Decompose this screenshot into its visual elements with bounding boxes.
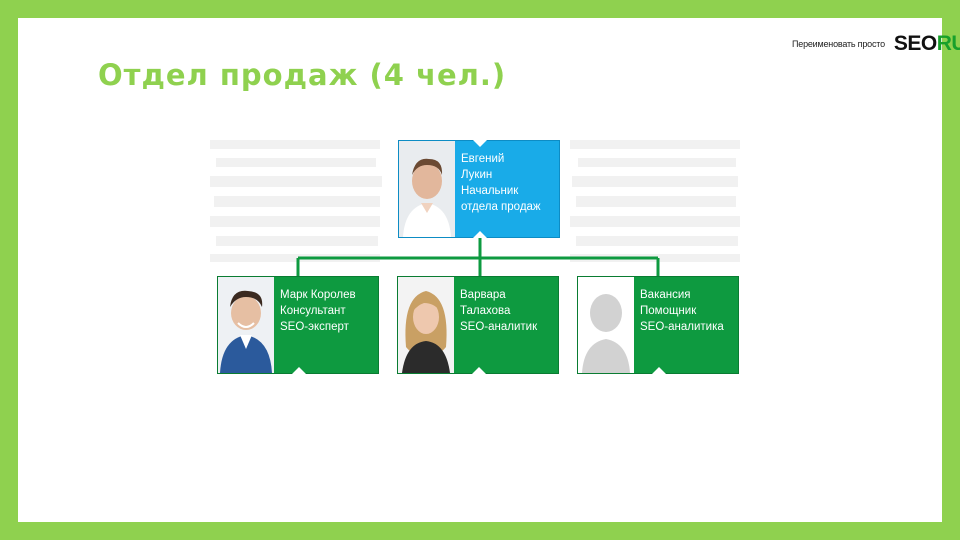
- seoru-logo: SEORU: [894, 32, 960, 56]
- org-card-member-text: Марк Королев Консультант SEO-эксперт: [274, 277, 356, 373]
- portrait-evgeny: [399, 141, 455, 237]
- org-card-member: Марк Королев Консультант SEO-эксперт: [217, 276, 379, 374]
- card-notch-bottom: [652, 367, 666, 374]
- slide-canvas: Отдел продаж (4 чел.) Переименовать прос…: [18, 18, 960, 522]
- org-chart: Евгений Лукин Начальник отдела продаж: [18, 18, 942, 522]
- placeholder-avatar-icon: [578, 277, 634, 373]
- card-notch-top: [473, 140, 487, 147]
- brand-block: Переименовать просто SEORU: [792, 32, 960, 56]
- member-role: SEO-аналитик: [460, 321, 538, 333]
- org-card-head: Евгений Лукин Начальник отдела продаж: [398, 140, 560, 238]
- card-notch-bottom: [292, 367, 306, 374]
- org-card-vacancy: Вакансия Помощник SEO-аналитика: [577, 276, 739, 374]
- person-photo-icon: [398, 277, 454, 373]
- member-specialty: SEO-эксперт: [280, 321, 349, 333]
- vacancy-specialty: SEO-аналитика: [640, 321, 724, 333]
- card-notch-bottom: [473, 231, 487, 238]
- head-position-line1: Начальник: [461, 185, 519, 197]
- portrait-varvara: [398, 277, 454, 373]
- person-photo-icon: [399, 141, 455, 237]
- member-last-name: Талахова: [460, 305, 511, 317]
- card-notch-bottom: [472, 367, 486, 374]
- person-photo-icon: [218, 277, 274, 373]
- vacancy-role: Помощник: [640, 305, 697, 317]
- logo-part-seo: SEO: [893, 32, 937, 55]
- org-card-head-text: Евгений Лукин Начальник отдела продаж: [455, 141, 541, 237]
- org-card-member: Варвара Талахова SEO-аналитик: [397, 276, 559, 374]
- head-last-name: Лукин: [461, 169, 493, 181]
- logo-part-ru: RU: [936, 32, 960, 55]
- brand-tagline: Переименовать просто: [792, 39, 885, 49]
- silhouette-placeholder: [578, 277, 634, 373]
- member-first-name: Варвара: [460, 289, 506, 301]
- vacancy-label: Вакансия: [640, 289, 691, 301]
- head-position-line2: отдела продаж: [461, 201, 541, 213]
- org-card-member-text: Варвара Талахова SEO-аналитик: [454, 277, 537, 373]
- portrait-mark: [218, 277, 274, 373]
- org-card-vacancy-text: Вакансия Помощник SEO-аналитика: [634, 277, 724, 373]
- org-chart-connectors: [296, 238, 660, 276]
- head-first-name: Евгений: [461, 153, 505, 165]
- slide-title: Отдел продаж (4 чел.): [98, 58, 507, 92]
- member-name: Марк Королев: [280, 289, 356, 301]
- member-role: Консультант: [280, 305, 346, 317]
